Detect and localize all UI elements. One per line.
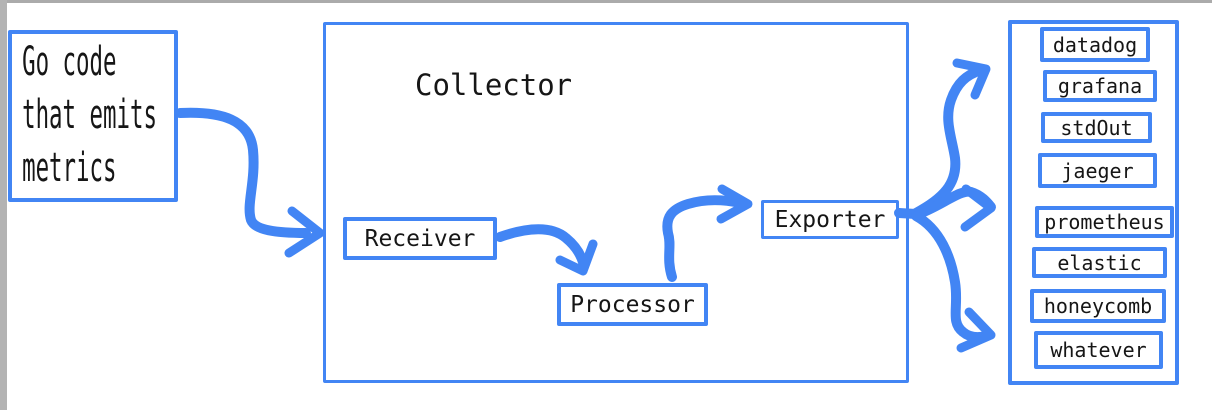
- arrow-fanout-middle-icon: [911, 184, 996, 232]
- destination-label: prometheus: [1044, 210, 1165, 234]
- destination-label: jaeger: [1061, 158, 1134, 183]
- destination-box-honeycomb: honeycomb: [1030, 289, 1166, 323]
- exporter-box: Exporter: [761, 200, 899, 239]
- collector-box: [323, 22, 909, 383]
- destination-box-grafana: grafana: [1043, 70, 1157, 102]
- source-code-label: Go code that emits metrics: [22, 39, 157, 191]
- destination-label: datadog: [1052, 32, 1138, 57]
- processor-box: Processor: [557, 283, 708, 326]
- destination-box-whatever: whatever: [1034, 331, 1163, 369]
- destination-label: stdOut: [1060, 115, 1133, 140]
- destination-label: elastic: [1057, 250, 1142, 275]
- destination-box-jaeger: jaeger: [1038, 153, 1157, 188]
- arrow-fanout-bottom-icon: [911, 211, 996, 353]
- collector-title: Collector: [415, 68, 573, 102]
- destinations-container-box: [1008, 20, 1179, 385]
- destination-box-stdout: stdOut: [1041, 112, 1152, 143]
- destination-box-elastic: elastic: [1032, 247, 1167, 278]
- receiver-label: Receiver: [364, 225, 476, 252]
- destination-box-datadog: datadog: [1040, 27, 1150, 62]
- destination-label: whatever: [1050, 338, 1147, 362]
- arrow-source-to-collector-icon: [175, 107, 325, 258]
- exporter-label: Exporter: [774, 206, 886, 233]
- window-left-edge: [0, 0, 7, 410]
- destination-box-prometheus: prometheus: [1035, 206, 1174, 238]
- source-code-box: Go code that emits metrics: [8, 30, 178, 202]
- destination-label: grafana: [1057, 74, 1143, 98]
- window-top-edge: [0, 0, 1212, 3]
- destination-label: honeycomb: [1043, 294, 1153, 318]
- receiver-box: Receiver: [343, 217, 497, 260]
- processor-label: Processor: [570, 291, 695, 318]
- arrow-fanout-top-icon: [911, 58, 991, 218]
